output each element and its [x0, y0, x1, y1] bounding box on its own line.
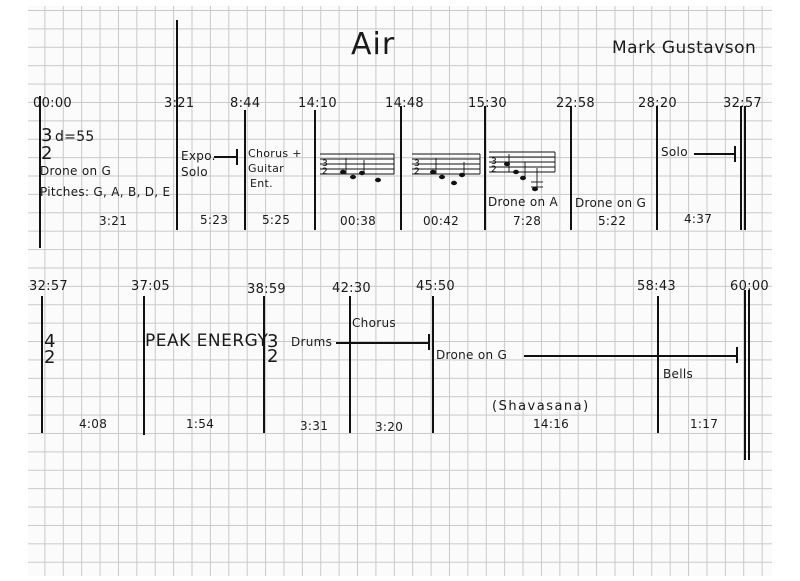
row2-duration-1: 1:54 [186, 417, 215, 431]
drone-arrow-line [524, 355, 738, 357]
notation-snippet-2: 3 2 [412, 153, 481, 186]
drone-arrow-cap [736, 347, 738, 363]
row2-time-6: 60:00 [730, 279, 769, 294]
row2-barline-6 [744, 290, 746, 460]
row2-time-4: 45:50 [416, 279, 455, 294]
row1-time-2: 8:44 [230, 96, 261, 111]
chorus-label: Chorus [352, 316, 396, 330]
shavasana-label: (Shavasana) [492, 399, 590, 414]
row2-barline-4 [432, 296, 434, 433]
expo-label: Expo. [181, 149, 216, 163]
score-title: Air [351, 27, 396, 62]
row1-duration-3: 00:38 [340, 214, 377, 228]
row1-barline-4 [400, 106, 402, 230]
svg-text:3: 3 [491, 157, 497, 167]
row2-barline-2 [263, 296, 265, 433]
drums-arrow-cap [428, 334, 430, 350]
row2-duration-2: 3:31 [300, 419, 329, 433]
row2-time-3: 42:30 [332, 281, 371, 296]
chorus-guitar-line3: Ent. [250, 177, 273, 190]
row1-duration-1: 5:23 [200, 213, 229, 227]
notation-snippet-1: 3 2 [320, 153, 395, 183]
row1-time-1: 3:21 [164, 96, 195, 111]
row2-meter-top: 4 [44, 331, 56, 352]
row2-meter2-bottom: 2 [267, 346, 279, 367]
drone-on-a-label: Drone on A [488, 195, 559, 209]
row1-meter-top: 3 [41, 125, 53, 146]
row1-tempo: d=55 [55, 129, 95, 145]
row1-barline-3 [314, 110, 316, 230]
row2-duration-4: 14:16 [533, 417, 570, 431]
svg-text:3: 3 [322, 159, 328, 169]
expo-arrow-cap [236, 149, 238, 165]
expo-arrow-line [214, 156, 238, 158]
row1-pitches-label: Pitches: G, A, B, D, E [40, 185, 171, 199]
drums-label: Drums [291, 335, 333, 349]
row1-meter-bottom: 2 [41, 143, 53, 164]
drone-on-g-label: Drone on G [575, 196, 647, 210]
author-name: Mark Gustavson [612, 38, 757, 58]
svg-text:3: 3 [414, 159, 420, 169]
row2-duration-0: 4:08 [79, 417, 108, 431]
row2-time-1: 37:05 [131, 279, 170, 294]
chorus-guitar-line1: Chorus + [248, 147, 302, 160]
row2-barline-5 [657, 296, 659, 433]
row2-drone-label: Drone on G [436, 348, 508, 362]
row2-time-5: 58:43 [637, 279, 676, 294]
notation-snippet-3: 3 2 [489, 151, 556, 192]
row1-duration-0: 3:21 [99, 214, 128, 228]
solo-arrow-line [694, 153, 734, 155]
row2-barline-1 [143, 296, 145, 435]
graph-paper-sheet [28, 6, 772, 576]
svg-text:2: 2 [322, 167, 328, 177]
row1-time-5: 15:30 [468, 96, 507, 111]
row1-duration-4: 00:42 [423, 214, 460, 228]
row2-barline-0 [41, 296, 43, 433]
row1-duration-2: 5:25 [262, 213, 291, 227]
drums-arrow-line [336, 342, 430, 344]
row2-meter-bottom: 2 [44, 347, 56, 368]
solo-arrow-cap [734, 146, 736, 162]
row1-duration-5: 7:28 [513, 214, 542, 228]
row2-barline-6b [748, 290, 750, 460]
row1-time-7: 28:20 [638, 96, 677, 111]
row1-barline-5 [484, 106, 486, 230]
row1-time-0: 00:00 [33, 96, 72, 111]
expo-solo-label: Solo [181, 165, 208, 179]
row1-barline-6 [570, 106, 572, 230]
row1-barline-2 [244, 110, 246, 230]
row2-time-0: 32:57 [29, 279, 68, 294]
row2-time-2: 38:59 [247, 282, 286, 297]
row1-time-3: 14:10 [298, 96, 337, 111]
row1-barline-0 [39, 96, 41, 248]
row2-duration-5: 1:17 [690, 417, 719, 431]
row1-duration-6: 5:22 [598, 214, 627, 228]
row1-duration-7: 4:37 [684, 212, 713, 226]
row1-time-4: 14:48 [385, 96, 424, 111]
svg-text:2: 2 [491, 165, 497, 175]
row1-drone-label: Drone on G [40, 164, 112, 178]
row1-barline-8 [740, 106, 742, 230]
row2-barline-3 [349, 296, 351, 433]
solo-label: Solo [661, 145, 688, 159]
svg-text:2: 2 [414, 167, 420, 177]
peak-energy-label: PEAK ENERGY [145, 331, 269, 351]
row1-barline-1 [176, 20, 178, 230]
row2-duration-3: 3:20 [375, 420, 404, 434]
chorus-guitar-line2: Guitar [248, 162, 284, 175]
row2-meter2-top: 3 [267, 331, 279, 352]
bells-label: Bells [663, 367, 694, 381]
row1-time-8: 32:57 [723, 96, 762, 111]
row1-barline-8b [744, 106, 746, 230]
row1-barline-7 [656, 106, 658, 230]
row1-time-6: 22:58 [556, 96, 595, 111]
